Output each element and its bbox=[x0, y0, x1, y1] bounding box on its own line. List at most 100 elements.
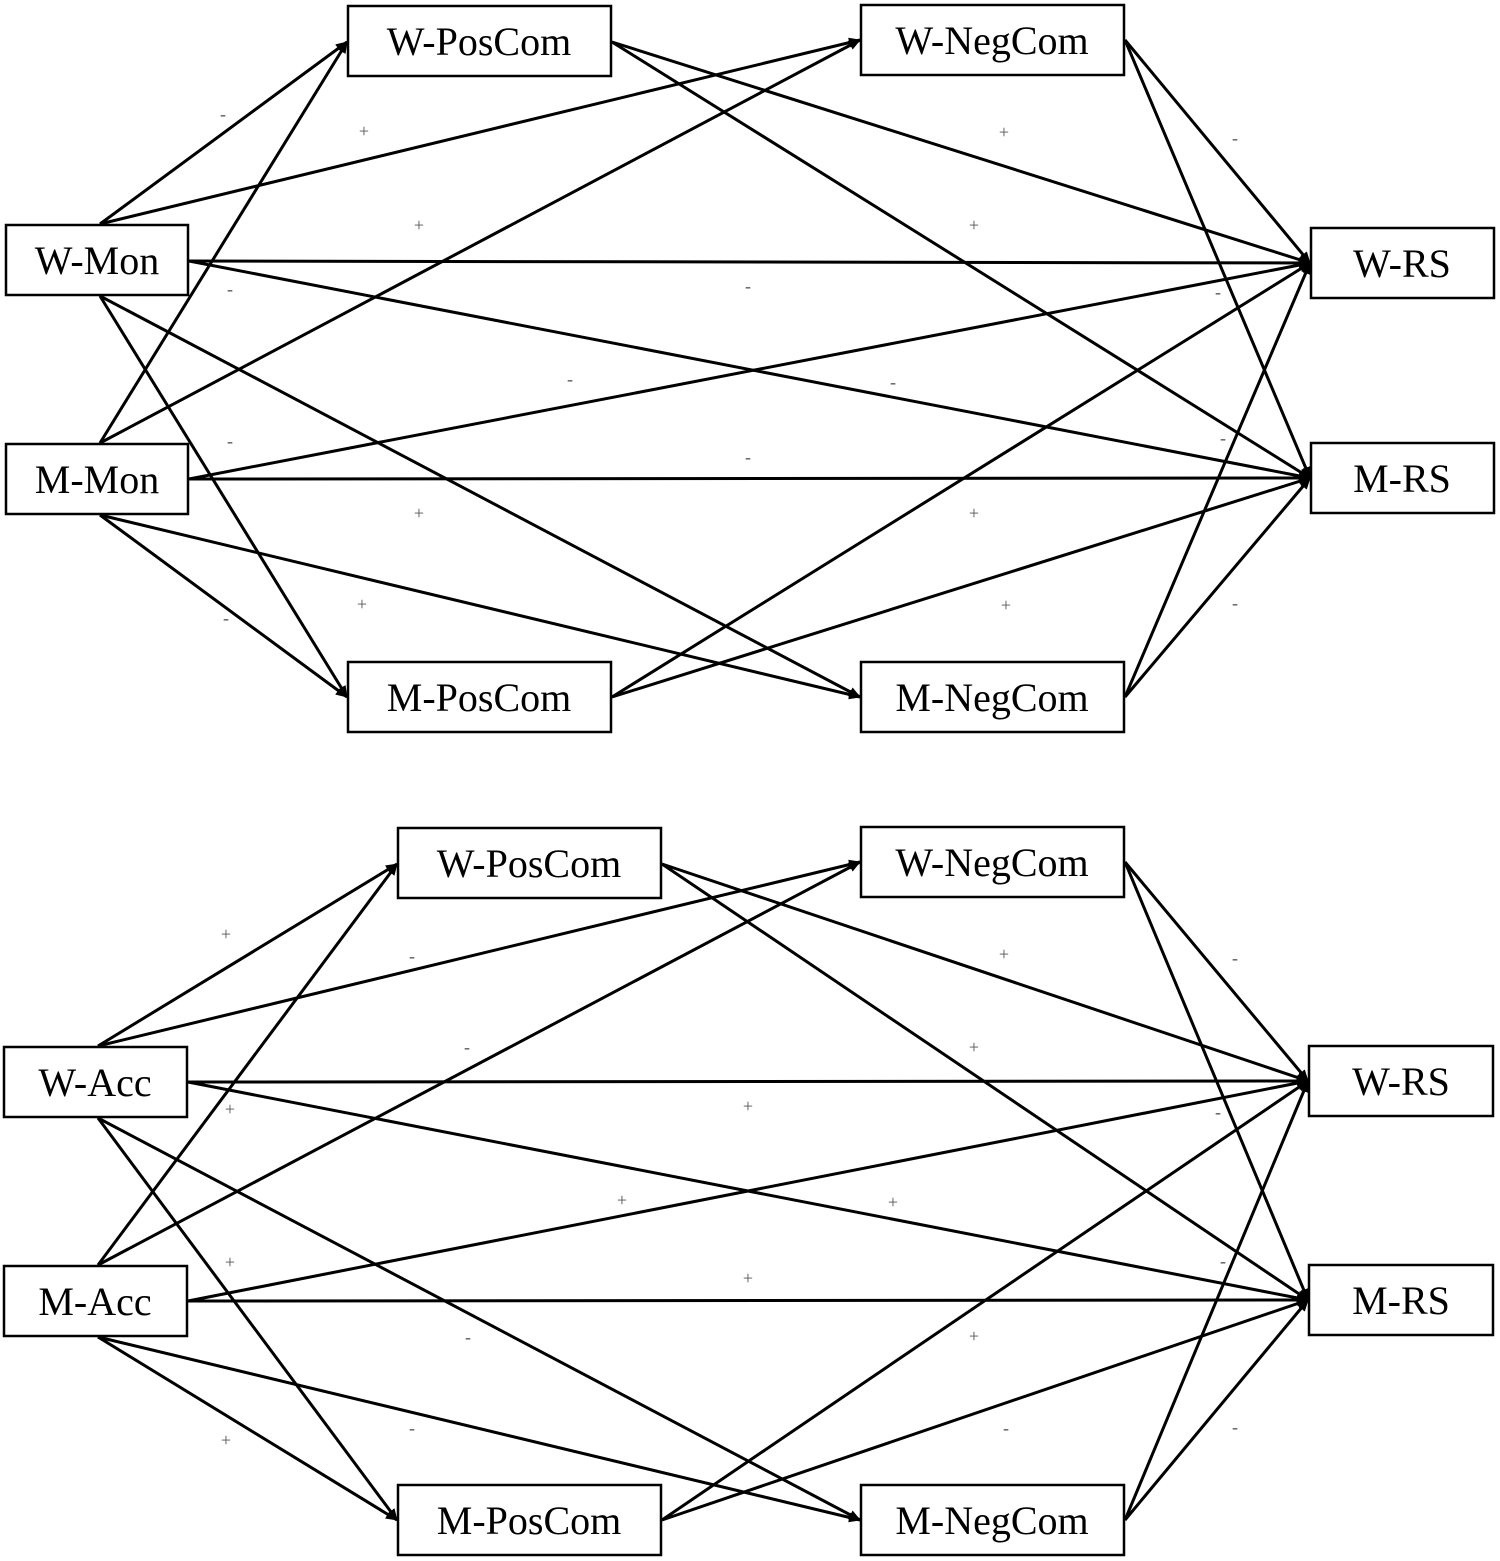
sign-label: - bbox=[1215, 282, 1221, 302]
sign-label: + bbox=[999, 944, 1009, 964]
edge-m-negcom-to-w-rs bbox=[1123, 1080, 1310, 1521]
nodes-top: W-PosCom W-NegCom W-Mon W-RS M-Mon M-RS bbox=[4, 3, 1496, 734]
node-label: W-PosCom bbox=[437, 841, 621, 886]
node-label: W-NegCom bbox=[895, 840, 1088, 885]
node-m-acc: M-Acc bbox=[2, 1264, 189, 1338]
edge-w-acc-to-m-negcom bbox=[97, 1116, 861, 1522]
edge-w-mon-to-m-negcom bbox=[99, 294, 861, 699]
node-m-negcom: M-NegCom bbox=[859, 1483, 1126, 1557]
node-m-rs: M-RS bbox=[1309, 441, 1496, 515]
edge-w-mon-to-w-poscom bbox=[99, 40, 348, 226]
edge-m-negcom-to-w-rs bbox=[1123, 262, 1312, 698]
node-w-poscom: W-PosCom bbox=[396, 826, 663, 900]
edge-w-negcom-to-m-rs bbox=[1123, 39, 1312, 479]
sign-label: + bbox=[1001, 595, 1011, 615]
sign-label: - bbox=[1232, 593, 1238, 613]
edge-m-acc-to-m-negcom bbox=[97, 1335, 861, 1523]
sign-label: - bbox=[1232, 948, 1238, 968]
node-w-poscom: W-PosCom bbox=[346, 4, 613, 78]
panel-bottom: + - + - + - + + + + + + - - - - + + - - … bbox=[2, 825, 1495, 1557]
edge-m-poscom-to-w-rs bbox=[661, 1079, 1309, 1522]
sign-label: + bbox=[221, 924, 231, 944]
edge-m-acc-to-m-rs bbox=[187, 1295, 1309, 1306]
node-label: M-NegCom bbox=[895, 1498, 1088, 1543]
sign-label: + bbox=[617, 1190, 627, 1210]
node-m-mon: M-Mon bbox=[4, 442, 190, 516]
sign-label: - bbox=[745, 276, 751, 296]
sign-label: - bbox=[227, 279, 233, 299]
sign-label: - bbox=[464, 1037, 470, 1057]
node-m-poscom: M-PosCom bbox=[346, 660, 613, 734]
edge-m-acc-to-w-negcom bbox=[97, 860, 861, 1267]
sign-label: - bbox=[1232, 1417, 1238, 1437]
node-m-rs: M-RS bbox=[1307, 1263, 1495, 1337]
sign-label: - bbox=[220, 104, 226, 124]
sign-label: + bbox=[743, 1096, 753, 1116]
sign-label: + bbox=[414, 503, 424, 523]
sign-label: - bbox=[1220, 1251, 1226, 1271]
edge-m-acc-to-m-poscom bbox=[97, 1335, 398, 1522]
sign-label: + bbox=[359, 121, 369, 141]
node-label: M-PosCom bbox=[387, 675, 572, 720]
nodes-bottom: W-PosCom W-NegCom W-Acc W-RS M-Acc M-RS bbox=[2, 825, 1495, 1557]
node-label: M-RS bbox=[1352, 1278, 1450, 1323]
node-w-mon: W-Mon bbox=[4, 223, 190, 297]
sign-label: + bbox=[414, 215, 424, 235]
sign-label: - bbox=[227, 431, 233, 451]
edge-m-mon-to-w-negcom bbox=[99, 38, 861, 445]
sign-label: + bbox=[969, 1326, 979, 1346]
edge-w-negcom-to-m-rs bbox=[1123, 861, 1310, 1301]
sign-label: + bbox=[225, 1099, 235, 1119]
edge-w-poscom-to-w-rs bbox=[611, 40, 1311, 265]
sign-label: + bbox=[357, 594, 367, 614]
edge-w-mon-to-w-negcom bbox=[99, 37, 861, 226]
sign-label: - bbox=[890, 372, 896, 392]
sign-label: + bbox=[969, 503, 979, 523]
edge-m-acc-to-w-poscom bbox=[96, 863, 399, 1266]
sign-label: - bbox=[567, 369, 573, 389]
sign-label: + bbox=[225, 1252, 235, 1272]
sign-label: + bbox=[221, 1430, 231, 1450]
node-label: W-Acc bbox=[38, 1060, 151, 1105]
edges-bottom bbox=[96, 859, 1310, 1523]
sign-label: + bbox=[743, 1268, 753, 1288]
sign-label: + bbox=[999, 122, 1009, 142]
node-label: M-RS bbox=[1353, 456, 1451, 501]
edges-top bbox=[98, 37, 1312, 700]
edge-w-negcom-to-w-rs bbox=[1123, 39, 1312, 264]
sign-label: - bbox=[409, 1418, 415, 1438]
node-label: M-NegCom bbox=[895, 675, 1088, 720]
node-label: W-Mon bbox=[35, 238, 159, 283]
node-w-acc: W-Acc bbox=[2, 1045, 189, 1119]
signs-top: - + + - - - - + + - + + - - - - + + - - bbox=[220, 104, 1238, 628]
panel-top: - + + - - - - + + - + + - - - - + + - - … bbox=[4, 3, 1496, 734]
sign-label: - bbox=[1215, 1102, 1221, 1122]
node-label: M-Acc bbox=[38, 1279, 151, 1324]
node-w-rs: W-RS bbox=[1307, 1044, 1495, 1118]
node-w-negcom: W-NegCom bbox=[859, 825, 1126, 899]
sign-label: - bbox=[1232, 128, 1238, 148]
node-label: W-NegCom bbox=[895, 18, 1088, 63]
sign-label: + bbox=[969, 1037, 979, 1057]
sign-label: - bbox=[1003, 1418, 1009, 1438]
node-m-negcom: M-NegCom bbox=[859, 660, 1126, 734]
node-w-negcom: W-NegCom bbox=[859, 3, 1126, 77]
edge-m-mon-to-w-rs bbox=[188, 260, 1311, 481]
edge-m-negcom-to-m-rs bbox=[1123, 1299, 1310, 1521]
edge-w-negcom-to-w-rs bbox=[1123, 861, 1310, 1082]
sign-label: + bbox=[888, 1192, 898, 1212]
edge-m-mon-to-m-negcom bbox=[99, 513, 861, 700]
node-label: W-RS bbox=[1352, 1059, 1450, 1104]
edge-w-poscom-to-m-rs bbox=[661, 862, 1309, 1302]
node-label: M-PosCom bbox=[437, 1498, 622, 1543]
sign-label: - bbox=[223, 608, 229, 628]
node-label: M-Mon bbox=[35, 457, 159, 502]
edge-m-mon-to-m-rs bbox=[188, 473, 1311, 484]
edge-m-poscom-to-w-rs bbox=[611, 261, 1311, 699]
node-m-poscom: M-PosCom bbox=[396, 1483, 663, 1557]
sign-label: - bbox=[745, 447, 751, 467]
edge-m-acc-to-w-rs bbox=[187, 1078, 1309, 1303]
edge-w-acc-to-w-poscom bbox=[97, 862, 398, 1048]
sign-label: - bbox=[409, 946, 415, 966]
